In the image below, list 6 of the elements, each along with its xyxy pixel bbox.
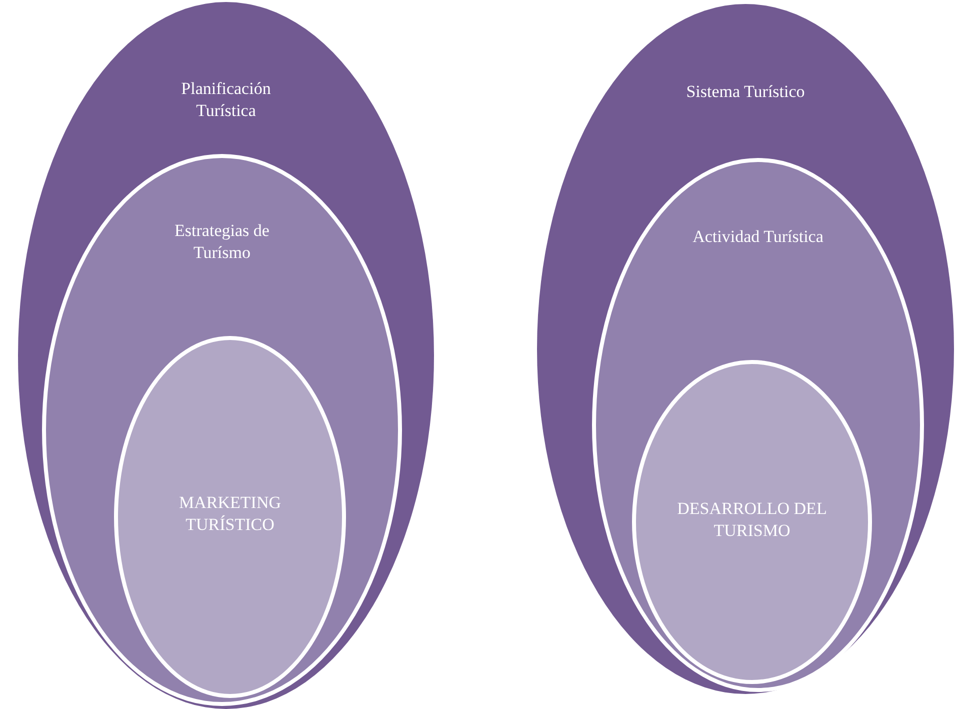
ellipse-label: DESARROLLO DEL TURISMO	[677, 498, 827, 542]
ellipse-label: Planificación Turística	[180, 78, 272, 122]
ellipse-label: Estrategias de Turísmo	[174, 220, 270, 264]
ellipse-label: Sistema Turístico	[685, 81, 806, 103]
ellipse-label: MARKETING TURÍSTICO	[178, 492, 282, 536]
ellipse-label: Actividad Turística	[692, 226, 824, 248]
